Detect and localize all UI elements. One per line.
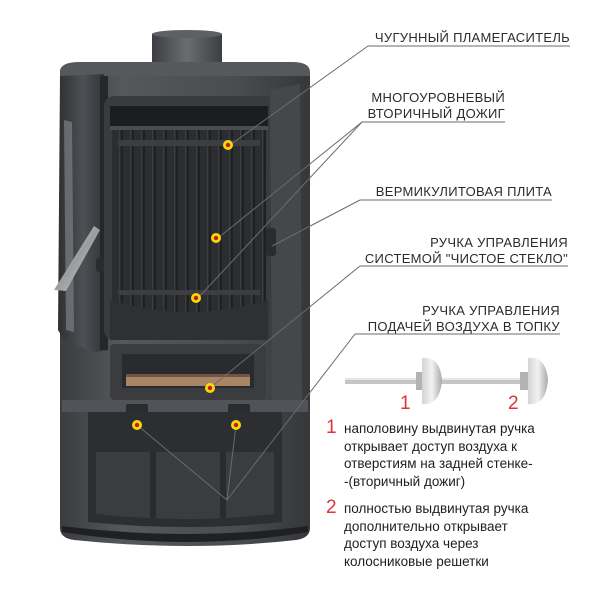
label-secondary-burn: МНОГОУРОВНЕВЫЙ ВТОРИЧНЫЙ ДОЖИГ [320, 90, 505, 122]
note-1-line: наполовину выдвинутая ручка [344, 421, 535, 436]
stove-top [60, 62, 310, 78]
note-2-line: полностью выдвинутая ручка [344, 501, 529, 516]
note-1-line: отверстиям на задней стенке- [344, 456, 533, 471]
note-2-number: 2 [326, 497, 337, 518]
note-1-number: 1 [326, 417, 337, 438]
side-latch [266, 228, 276, 256]
handle-knob-2 [528, 357, 548, 405]
label-air-supply-line2: ПОДАЧЕЙ ВОЗДУХА В ТОПКУ [367, 319, 560, 334]
label-secondary-burn-line2: ВТОРИЧНЫЙ ДОЖИГ [367, 106, 505, 121]
handle-diagram [345, 357, 548, 405]
handle-knob-1 [422, 357, 442, 405]
note-1-line: открывает доступ воздуха к [344, 438, 517, 454]
handle-position-2: 2 [508, 393, 519, 414]
note-2-line: доступ воздуха через [344, 536, 479, 551]
note-2-line: колосниковые решетки [344, 553, 489, 569]
note-2-text: полностью выдвинутая ручка дополнительно… [344, 500, 528, 570]
label-vermiculite: ВЕРМИКУЛИТОВАЯ ПЛИТА [375, 184, 552, 199]
door-handle [54, 226, 100, 291]
handle-position-1: 1 [400, 393, 411, 414]
markers [132, 140, 241, 430]
leader-lines [136, 45, 570, 501]
label-air-supply: РУЧКА УПРАВЛЕНИЯ ПОДАЧЕЙ ВОЗДУХА В ТОПКУ [340, 303, 560, 335]
flue-pipe-top [152, 30, 222, 38]
handle-rod [345, 378, 543, 384]
label-flame-deflector: ЧУГУННЫЙ ПЛАМЕГАСИТЕЛЬ [374, 30, 570, 45]
note-1-line: -(вторичный дожиг) [344, 473, 466, 489]
note-1-text: наполовину выдвинутая ручка открывает до… [344, 420, 535, 490]
label-air-supply-line1: РУЧКА УПРАВЛЕНИЯ [422, 303, 560, 318]
note-2-line: дополнительно открывает [344, 518, 508, 534]
firebox-interior [112, 112, 266, 319]
label-clean-glass-line1: РУЧКА УПРАВЛЕНИЯ [430, 235, 568, 250]
label-clean-glass-line2: СИСТЕМОЙ "ЧИСТОЕ СТЕКЛО" [364, 251, 568, 266]
flame-deflector [110, 106, 268, 128]
label-clean-glass: РУЧКА УПРАВЛЕНИЯ СИСТЕМОЙ "ЧИСТОЕ СТЕКЛО… [340, 235, 568, 267]
label-secondary-burn-line1: МНОГОУРОВНЕВЫЙ [371, 90, 505, 105]
